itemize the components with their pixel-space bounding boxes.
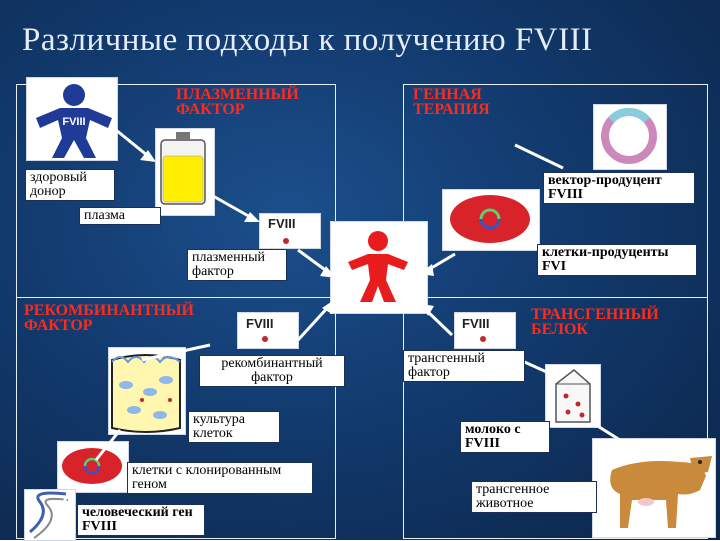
plasma-bag-icon (160, 132, 206, 205)
recombinant-quadrant (16, 297, 336, 539)
transgenic-fviii-dot (480, 336, 486, 342)
transgenic-fviii-image (454, 312, 516, 349)
transgenic-quadrant (403, 297, 708, 539)
transgenic-section-heading: ТРАНСГЕННЫЙ БЕЛОК (531, 306, 659, 338)
producer-cells-label: клетки-продуценты FVI (537, 244, 697, 276)
cloned-cells-label: клетки с клонированным геном (127, 462, 313, 494)
milk-carton-icon (555, 369, 591, 423)
connector-arrows (58, 128, 621, 511)
plasma-label: плазма (79, 207, 161, 225)
slide-title: Различные подходы к получению FVIII (22, 22, 593, 58)
cloned-cell-icon (62, 448, 122, 484)
transgenic-animal-label: трансгенное животное (471, 481, 597, 513)
plasma-fviii-image (259, 213, 321, 249)
vector-label: вектор-продуцент FVIII (543, 172, 695, 204)
healthy-donor-label: здоровый донор (25, 169, 115, 201)
cow-icon (610, 456, 712, 528)
patient-icon (348, 231, 408, 302)
culture-vessel-icon (111, 354, 181, 433)
plasmid-icon (601, 107, 657, 164)
plasma-section-heading: ПЛАЗМЕННЫЙ ФАКТОР (176, 86, 299, 118)
recombinant-factor-label: рекомбинантный фактор (199, 355, 345, 387)
svg-text:FVIII: FVIII (62, 116, 85, 128)
plasma-factor-label: плазменный фактор (187, 249, 287, 281)
cell-icon (450, 195, 530, 243)
milk-label: молоко с FVIII (460, 421, 550, 453)
dna-icon (29, 491, 69, 539)
transgenic-fviii-label: FVIII (462, 316, 490, 331)
plasma-fviii-dot (283, 238, 289, 244)
recombinant-section-heading: РЕКОМБИНАНТНЫЙ ФАКТОР (24, 302, 194, 334)
recombinant-fviii-dot (262, 336, 268, 342)
gene-section-heading: ГЕННАЯ ТЕРАПИЯ (413, 86, 490, 118)
arrow-heads (140, 150, 434, 316)
cell-culture-label: культура клеток (188, 411, 280, 443)
human-gene-label: человеческий ген FVIII (77, 504, 205, 536)
transgenic-factor-label: трансгенный фактор (403, 350, 525, 382)
person-fviii-icon: FVIII (36, 84, 112, 158)
recombinant-fviii-image (237, 312, 299, 349)
recombinant-fviii-label: FVIII (246, 316, 274, 331)
plasma-fviii-label: FVIII (268, 216, 296, 231)
